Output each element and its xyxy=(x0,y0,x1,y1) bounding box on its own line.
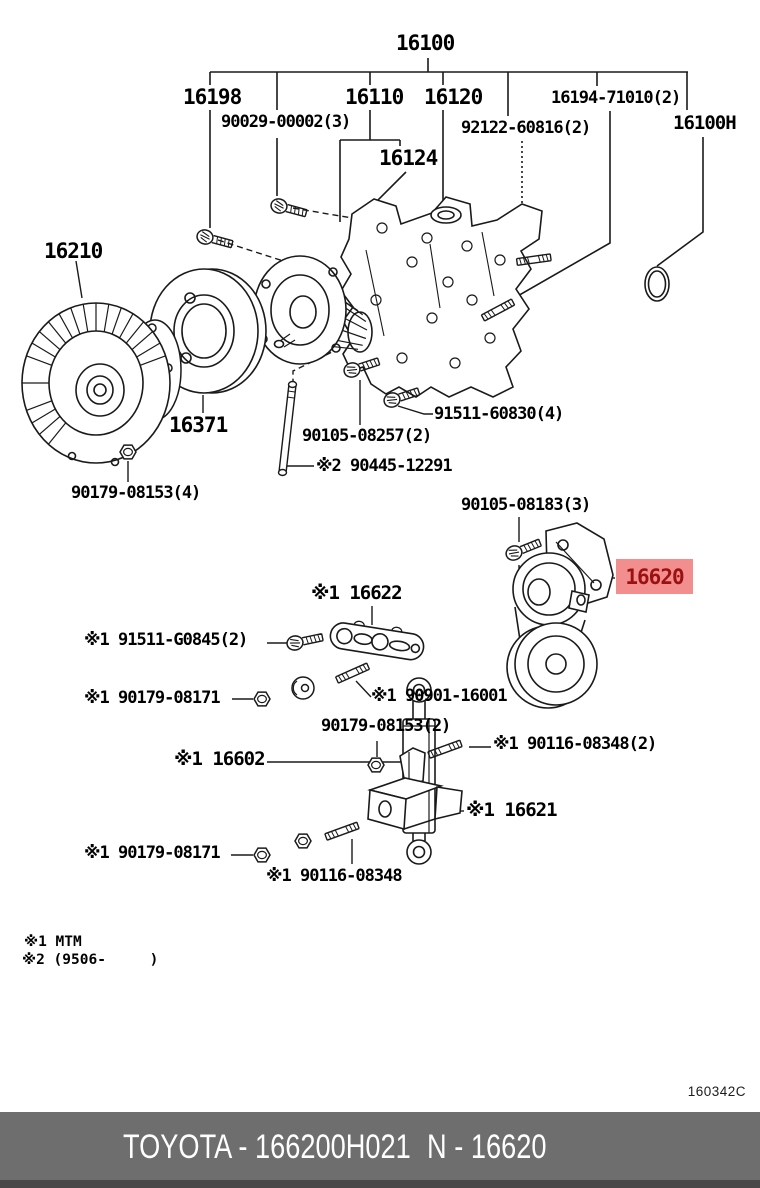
part-label-90116-08348: ※1 90116-08348 xyxy=(266,866,403,886)
part-label-90179-08171-a: ※1 90179-08171 xyxy=(84,688,221,708)
bracket-16621-drawing xyxy=(367,747,463,831)
part-label-16194-71010: 16194-71010(2) xyxy=(551,88,681,108)
part-label-16602: ※1 16602 xyxy=(174,748,266,770)
part-label-90179-08153-4: 90179-08153(4) xyxy=(71,483,201,503)
timing-cover-housing-drawing xyxy=(340,196,543,398)
hierarchy-tree-lines xyxy=(209,58,704,306)
part-label-91511-60830: 91511-60830(4) xyxy=(434,404,564,424)
water-pump-drawing xyxy=(253,255,373,365)
nut-icons xyxy=(119,444,385,863)
bracket-16622-drawing xyxy=(329,620,425,661)
part-label-90901-16001: ※1 90901-16001 xyxy=(371,686,508,706)
damper-bushing-drawing xyxy=(291,676,315,700)
part-label-16622: ※1 16622 xyxy=(311,582,403,604)
part-label-16100: 16100 xyxy=(396,31,455,55)
leader-lines xyxy=(75,260,615,864)
parts-diagram-drawing xyxy=(21,58,704,865)
part-label-16621: ※1 16621 xyxy=(466,799,558,821)
highlighted-part-label-16620: 16620 xyxy=(616,559,693,594)
part-label-16100h: 16100H xyxy=(673,112,737,134)
fan-clutch-drawing xyxy=(21,302,171,467)
part-label-16120: 16120 xyxy=(424,85,483,109)
part-label-91511-g0845: ※1 91511-G0845(2) xyxy=(84,630,248,650)
belt-tensioner-drawing xyxy=(506,522,614,709)
part-label-16371: 16371 xyxy=(169,413,228,437)
part-label-16124: 16124 xyxy=(379,146,438,170)
footnote-mtm: ※1 MTM xyxy=(24,934,82,950)
part-label-90116-08348-2: ※1 90116-08348(2) xyxy=(493,734,657,754)
footnote-date-range: ※2 (9506- ) xyxy=(22,952,159,968)
footer-bar: TOYOTA - 166200H021 N - 16620 xyxy=(0,1112,760,1188)
o-ring-drawing xyxy=(644,266,670,302)
part-label-90105-08257: 90105-08257(2) xyxy=(302,426,432,446)
part-label-90445-12291: ※2 90445-12291 xyxy=(316,456,453,476)
part-label-92122-60816: 92122-60816(2) xyxy=(461,118,591,138)
part-label-16110: 16110 xyxy=(345,85,404,109)
part-label-16198: 16198 xyxy=(183,85,242,109)
figure-code: 160342C xyxy=(687,1084,746,1099)
rod-drawing xyxy=(277,380,298,477)
part-label-90179-08171-b: ※1 90179-08171 xyxy=(84,843,221,863)
part-label-90179-08153-2: 90179-08153(2) xyxy=(321,716,451,736)
part-label-16210: 16210 xyxy=(44,239,103,263)
footer-figure-number: N - 16620 xyxy=(427,1128,547,1166)
part-label-90105-08183: 90105-08183(3) xyxy=(461,495,591,515)
part-label-90029-00002: 90029-00002(3) xyxy=(221,112,351,132)
footer-part-number: TOYOTA - 166200H021 xyxy=(123,1128,411,1166)
